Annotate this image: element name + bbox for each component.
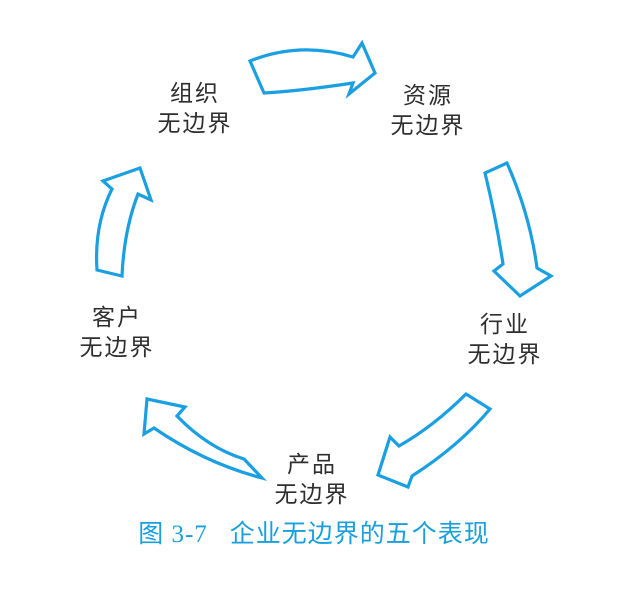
arrow-industry-to-product — [376, 391, 493, 490]
arrow-product-to-customer — [142, 397, 268, 481]
node-organization-line2: 无边界 — [157, 111, 233, 136]
node-industry-line1: 行业 — [480, 312, 530, 337]
node-product-line1: 产品 — [287, 452, 337, 477]
node-product: 产品 无边界 — [252, 450, 372, 510]
node-customer-line1: 客户 — [92, 305, 142, 330]
node-resource: 资源 无边界 — [368, 81, 488, 141]
node-organization: 组织 无边界 — [135, 79, 255, 139]
figure-number: 图 3-7 — [138, 521, 208, 548]
figure-caption: 图 3-7 企业无边界的五个表现 — [0, 518, 628, 552]
arrow-customer-to-organization — [95, 165, 154, 279]
node-customer-line2: 无边界 — [79, 335, 155, 360]
node-industry-line2: 无边界 — [467, 342, 543, 367]
node-resource-line2: 无边界 — [390, 113, 466, 138]
arrow-organization-to-resource — [247, 39, 377, 99]
node-industry: 行业 无边界 — [445, 310, 565, 370]
node-customer: 客户 无边界 — [57, 303, 177, 363]
node-resource-line1: 资源 — [403, 83, 453, 108]
figure-title: 企业无边界的五个表现 — [229, 521, 490, 548]
node-product-line2: 无边界 — [274, 482, 350, 507]
node-organization-line1: 组织 — [170, 81, 220, 106]
arrow-resource-to-industry — [483, 160, 555, 299]
